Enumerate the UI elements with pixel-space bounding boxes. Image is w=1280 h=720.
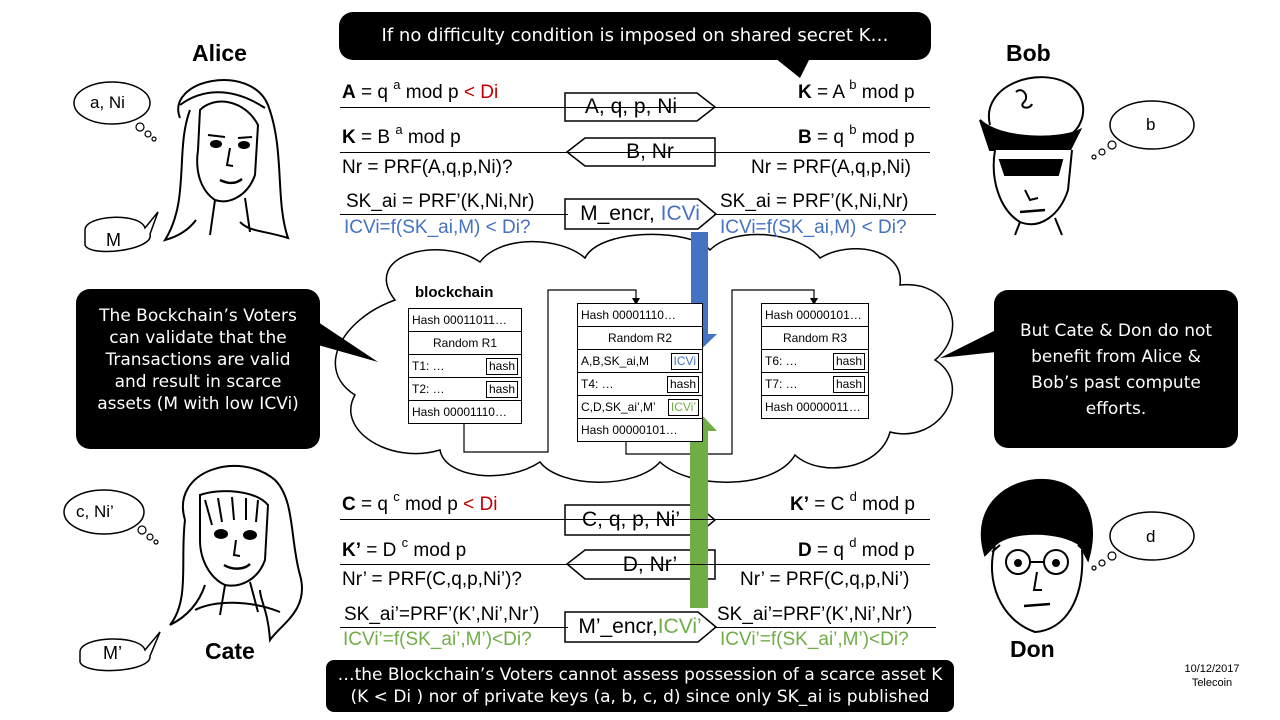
- eq-K-don: K’ = C d mod p: [790, 488, 915, 515]
- eq-icv-right: ICVi=f(SK_ai,M) < Di?: [720, 217, 907, 238]
- bottom-rule-3-right: [714, 627, 936, 628]
- left-callout-text: The Bockchain’s Voters can validate that…: [97, 306, 299, 414]
- right-callout-tail: [940, 330, 996, 358]
- alice-name: Alice: [192, 40, 247, 66]
- block2-tx4: T4: …hash: [578, 373, 702, 396]
- bottom-rule-2: [340, 564, 930, 565]
- eq-C: C = q c mod p < Di: [342, 488, 498, 515]
- top-callout-text: If no difficulty condition is imposed on…: [381, 25, 889, 46]
- block2-tx-cd: C,D,SK_ai’,M’ICVi’: [578, 396, 702, 419]
- left-callout: The Bockchain’s Voters can validate that…: [76, 289, 320, 449]
- block2-hash: Hash 00001110…: [578, 304, 702, 327]
- don-figure: [980, 478, 1093, 634]
- block3-tx7: T7: …hash: [762, 373, 868, 396]
- chain-link-2: [625, 289, 815, 455]
- eq-sk-right: SK_ai = PRF’(K,Ni,Nr): [720, 191, 909, 212]
- msg1-label: A, q, p, Ni: [584, 95, 678, 118]
- alice-speech-text: M: [106, 230, 121, 250]
- top-callout: If no difficulty condition is imposed on…: [339, 12, 931, 60]
- right-callout: But Cate & Don do not benefit from Alice…: [994, 290, 1238, 448]
- eq-nr-left: Nr = PRF(A,q,p,Ni)?: [342, 157, 513, 178]
- bob-thought-bubble: [1109, 100, 1195, 150]
- block1-tx1: T1: …hash: [409, 355, 521, 378]
- eq-A: A = q a mod p < Di: [342, 76, 499, 103]
- msg5-label: D, Nr’: [622, 553, 678, 576]
- don-thought-text: d: [1146, 527, 1156, 546]
- top-rule-1: [340, 107, 930, 108]
- footer-date: 10/12/2017: [1184, 663, 1240, 675]
- block-3: Hash 00000101… Random R3 T6: …hash T7: ……: [761, 303, 869, 419]
- cate-name: Cate: [205, 638, 255, 664]
- bottom-callout-line1: …the Blockchain’s Voters cannot assess p…: [337, 665, 943, 685]
- eq-nr2-right: Nr’ = PRF(C,q,p,Ni’): [740, 569, 910, 590]
- block3-random: Random R3: [762, 327, 868, 350]
- bottom-callout-line2: (K < Di ) nor of private keys (a, b, c, …: [350, 687, 930, 707]
- cate-thought-bubble: [63, 489, 145, 535]
- alice-speech-bubble: [84, 211, 159, 253]
- bob-name: Bob: [1006, 40, 1051, 66]
- left-callout-tail: [318, 322, 378, 362]
- alice-thought-bubble: [73, 81, 151, 125]
- don-name: Don: [1010, 636, 1055, 662]
- block2-random: Random R2: [578, 327, 702, 350]
- bottom-callout: …the Blockchain’s Voters cannot assess p…: [326, 660, 954, 712]
- msg2-label: B, Nr: [626, 140, 674, 163]
- eq-K-cate: K’ = D c mod p: [342, 534, 467, 561]
- eq-sk-left: SK_ai = PRF’(K,Ni,Nr): [346, 191, 535, 212]
- block2-hash-out: Hash 00000101…: [581, 423, 678, 437]
- block1-random: Random R1: [409, 332, 521, 355]
- block1-tx2: T2: …hash: [409, 378, 521, 401]
- bottom-rule-1: [340, 519, 930, 520]
- right-callout-text: But Cate & Don do not benefit from Alice…: [1019, 321, 1213, 419]
- eq-icv-left: ICVi=f(SK_ai,M) < Di?: [344, 217, 531, 238]
- msg6-arrow-shape: [564, 611, 718, 643]
- cate-figure: [169, 465, 303, 644]
- bob-thought-text: b: [1146, 115, 1156, 134]
- msg3-arrow-shape: [564, 198, 718, 230]
- footer: 10/12/2017 Telecoin: [1172, 662, 1252, 690]
- bottom-rule-3-left: [340, 627, 568, 628]
- don-thought-bubble: [1109, 511, 1195, 561]
- cate-speech-bubble: [79, 631, 161, 672]
- top-rule-2: [340, 152, 930, 153]
- block1-hash-out: Hash 00001110…: [412, 405, 507, 419]
- block-1: Hash 00011011… Random R1 T1: …hash T2: ……: [408, 308, 522, 424]
- alice-thought-text: a, Ni: [90, 93, 125, 112]
- block1-hash: Hash 00011011…: [409, 309, 521, 332]
- blockchain-title: blockchain: [415, 284, 494, 301]
- eq-B: B = q b mod p: [798, 121, 915, 148]
- msg3-label: M_encr, ICVi: [580, 202, 700, 225]
- eq-icv2-left: ICVi’=f(SK_ai’,M’)<Di?: [343, 629, 532, 650]
- top-rule-3-right: [714, 214, 936, 215]
- msg6-label: M’_encr,ICVi’: [578, 615, 702, 638]
- eq-K-bob: K = A b mod p: [798, 76, 915, 103]
- eq-nr-right: Nr = PRF(A,q,p,Ni): [751, 157, 911, 178]
- block3-hash: Hash 00000101…: [762, 304, 868, 327]
- eq-nr2-left: Nr’ = PRF(C,q,p,Ni’)?: [342, 569, 522, 590]
- eq-K-alice: K = B a mod p: [342, 121, 461, 148]
- chain-link-1: [463, 289, 637, 453]
- eq-sk2-left: SK_ai’=PRF’(K’,Ni’,Nr’): [344, 604, 540, 625]
- cate-speech-text: M’: [103, 643, 122, 663]
- top-callout-tail: [775, 58, 810, 78]
- eq-sk2-right: SK_ai’=PRF’(K’,Ni’,Nr’): [717, 604, 913, 625]
- msg4-label: C, q, p, Ni’: [581, 508, 681, 531]
- block3-tx6: T6: …hash: [762, 350, 868, 373]
- alice-figure: [162, 79, 290, 242]
- top-rule-3-left: [340, 214, 568, 215]
- eq-icv2-right: ICVi’=f(SK_ai’,M’)<Di?: [720, 629, 909, 650]
- cate-thought-text: c, Ni’: [76, 502, 114, 521]
- block3-hash-out: Hash 00000011…: [765, 400, 861, 414]
- bob-figure: [979, 76, 1085, 236]
- eq-D: D = q d mod p: [798, 534, 915, 561]
- footer-org: Telecoin: [1191, 677, 1233, 689]
